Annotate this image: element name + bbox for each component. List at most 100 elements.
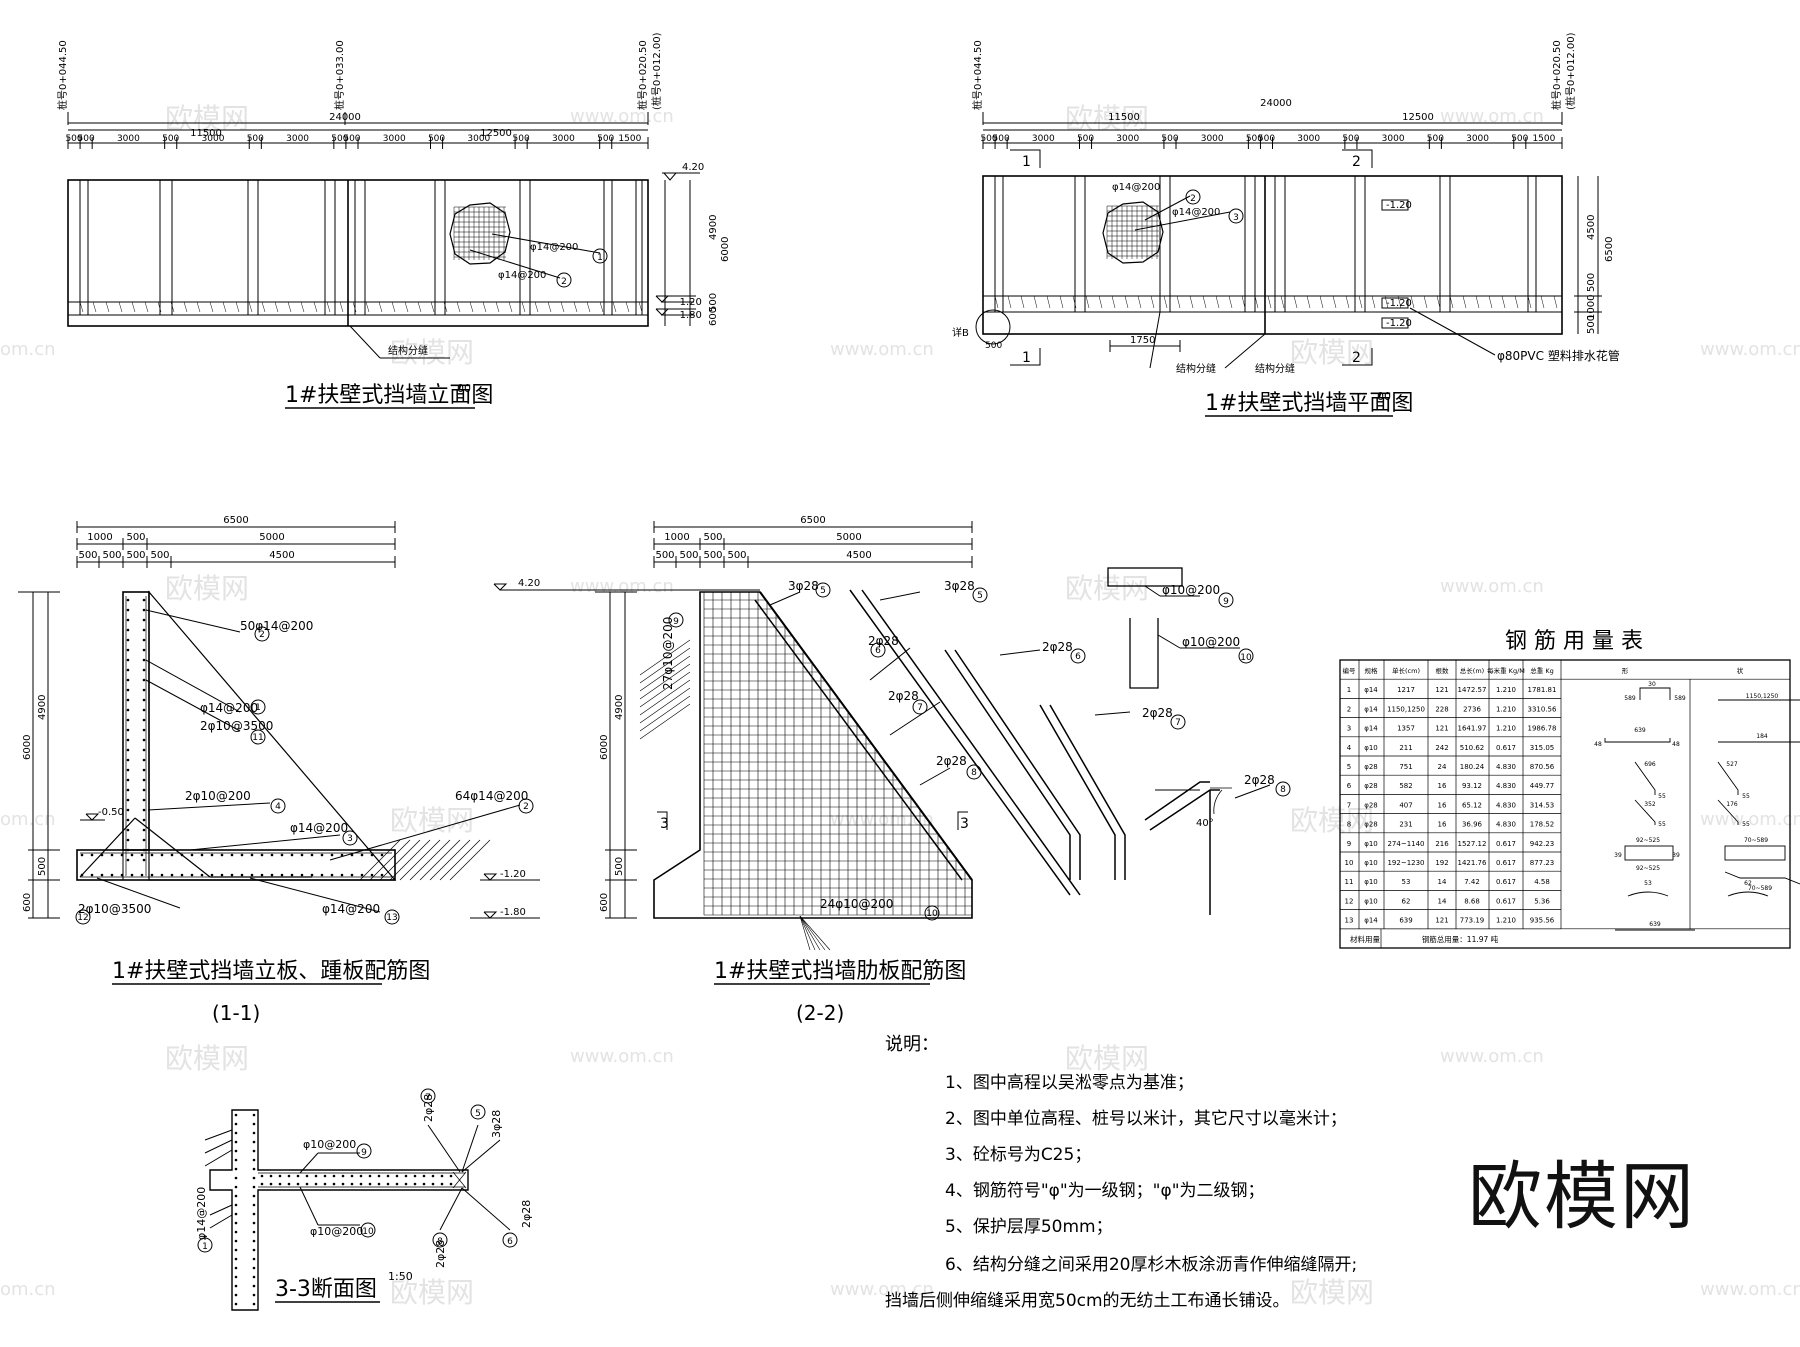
- table-cell: 315.05: [1530, 744, 1555, 752]
- shape-dim: 55: [1658, 793, 1666, 800]
- shape-dim: 176: [1726, 801, 1738, 808]
- table-header: 状: [1737, 666, 1744, 675]
- table-cell: 180.24: [1460, 763, 1485, 771]
- table-cell: 2736: [1463, 705, 1481, 713]
- dim-fine: 500: [331, 134, 348, 144]
- table-cell: 3: [1347, 725, 1351, 733]
- table-cell: 582: [1399, 782, 1412, 790]
- dim-fine: 500: [162, 134, 179, 144]
- watermark-site: www.om.cn: [830, 1279, 934, 1300]
- table-cell: φ10: [1364, 897, 1378, 905]
- table-cell: 16: [1438, 801, 1447, 809]
- callout-text: φ14@200: [290, 821, 348, 835]
- dim-fine: 500: [1342, 134, 1359, 144]
- callout-text: 2φ28: [1042, 640, 1073, 654]
- shape-dim: 39: [1672, 852, 1680, 859]
- section-2-2-labels: 6500 1000 500 5000 500 500 500 500 4500 …: [599, 515, 1291, 1025]
- table-header: 总长(m): [1460, 666, 1484, 675]
- dim-fine: 3000: [1201, 134, 1224, 144]
- shape-dim: 352: [1644, 801, 1656, 808]
- watermark-site: www.om.cn: [1700, 1279, 1800, 1300]
- note-item: 2、图中单位高程、桩号以米计，其它尺寸以毫米计；: [945, 1109, 1347, 1129]
- dim-fine: 4500: [846, 550, 871, 561]
- shape-dim: 48: [1594, 741, 1602, 748]
- level-label: -1.20: [1386, 298, 1412, 309]
- side-dim: 600: [22, 893, 33, 912]
- side-dim: 6000: [22, 735, 33, 760]
- watermark-site: www.om.cn: [1440, 1046, 1544, 1067]
- watermark-logo: 欧模网: [1065, 572, 1149, 605]
- callout-number: 7: [917, 703, 923, 713]
- table-cell: 16: [1438, 821, 1447, 829]
- drawing-title: 1#扶壁式挡墙肋板配筋图: [714, 959, 966, 984]
- table-cell: 178.52: [1530, 821, 1555, 829]
- watermark-site: om.cn: [0, 809, 56, 830]
- section-mark: 1: [1022, 350, 1031, 366]
- callout-number: 6: [875, 646, 881, 656]
- note-item: 5、保护层厚50mm；: [945, 1217, 1113, 1237]
- dim-total: 24000: [329, 112, 361, 123]
- table-cell: 1217: [1397, 686, 1415, 694]
- shape-dim: 589: [1674, 695, 1686, 702]
- callout-number: 6: [507, 1237, 513, 1247]
- callout-text: 2φ28: [868, 634, 899, 648]
- table-cell: 192~1230: [1387, 859, 1424, 867]
- table-cell: 4.830: [1496, 821, 1516, 829]
- table-cell: 62: [1402, 897, 1411, 905]
- shape-dim: 92~525: [1636, 837, 1660, 844]
- brand-logo: 欧模网: [1468, 1154, 1696, 1240]
- dim-fine: 500: [126, 550, 145, 561]
- callout-text: φ14@200: [322, 902, 380, 916]
- table-cell: φ10: [1364, 744, 1378, 752]
- table-cell: 4: [1347, 744, 1352, 752]
- table-cell: 7.42: [1464, 878, 1480, 886]
- table-header: 根数: [1436, 666, 1450, 675]
- dim-mid: 1000: [664, 532, 689, 543]
- table-cell: 7: [1347, 801, 1351, 809]
- table-cell: 121: [1435, 686, 1448, 694]
- side-dim: 4900: [614, 695, 625, 720]
- callout-number: 2: [259, 630, 265, 640]
- callout-number: 12: [77, 913, 88, 923]
- watermark-site: www.om.cn: [570, 576, 674, 597]
- dim-fine: 3000: [286, 134, 309, 144]
- shape-dim: 696: [1644, 761, 1656, 768]
- callout-number: 2: [1190, 194, 1196, 204]
- shape-dim: 527: [1726, 761, 1738, 768]
- drawing-title-sup: 00: [457, 382, 471, 395]
- watermark-site: www.om.cn: [830, 339, 934, 360]
- table-cell: 2: [1347, 705, 1351, 713]
- table-cell: 0.617: [1496, 859, 1516, 867]
- callout-number: 7: [1175, 718, 1181, 728]
- callout-text: 2φ28: [1244, 773, 1275, 787]
- callout-number: 13: [386, 913, 397, 923]
- callout-circle: [250, 729, 266, 745]
- callout-circle: [254, 626, 270, 642]
- level-label: -1.20: [500, 869, 526, 880]
- table-cell: 16: [1438, 782, 1447, 790]
- watermark-logo: 欧模网: [1065, 1042, 1149, 1075]
- callout-number: 10: [926, 909, 938, 919]
- dim-mid: 500: [703, 532, 722, 543]
- table-cell: 4.830: [1496, 801, 1516, 809]
- table-cell: 1781.81: [1528, 686, 1557, 694]
- dim-fine: 500: [102, 550, 121, 561]
- table-cell: 14: [1438, 878, 1447, 886]
- callout-text: 2φ28: [422, 1094, 435, 1122]
- callout-circle: [1070, 648, 1086, 664]
- watermark-logo: 欧模网: [1290, 804, 1374, 837]
- table-cell: 14: [1438, 897, 1447, 905]
- section-mark: 3: [660, 816, 669, 832]
- table-cell: φ14: [1364, 705, 1378, 713]
- table-cell: 1150,1250: [1387, 705, 1425, 713]
- section-mark: 1: [1022, 154, 1031, 170]
- callout-number: 8: [1280, 785, 1286, 795]
- level-label: -1.20: [1386, 200, 1412, 211]
- callout-number: 3: [347, 834, 353, 844]
- dim-fine: 500: [513, 134, 530, 144]
- shape-dim: 55: [1742, 821, 1750, 828]
- table-cell: 24: [1438, 763, 1447, 771]
- watermark-site: www.om.cn: [830, 809, 934, 830]
- level-label: -1.20: [1386, 318, 1412, 329]
